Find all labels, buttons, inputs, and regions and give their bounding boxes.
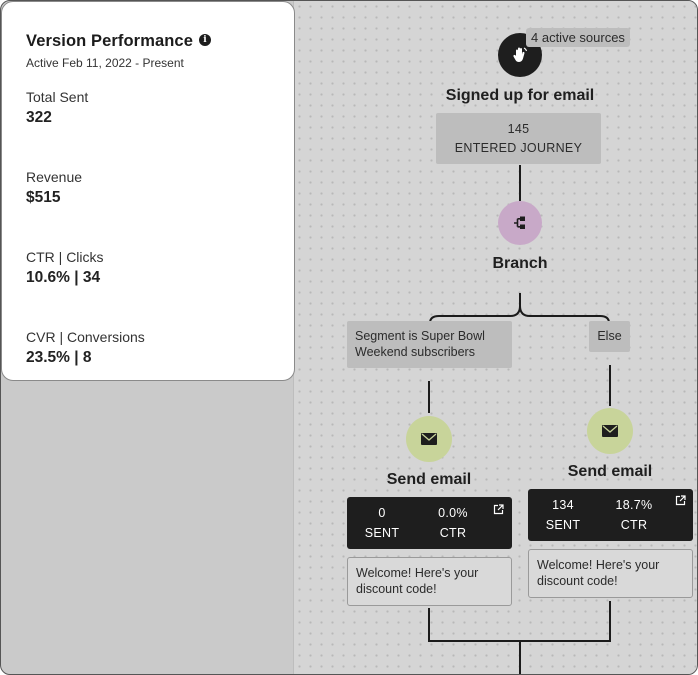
panel-subtitle: Active Feb 11, 2022 - Present	[26, 56, 184, 70]
metric-label: CTR | Clicks	[26, 249, 104, 265]
metric-cvr-conversions: CVR | Conversions 23.5% | 8	[26, 329, 145, 367]
left-email-stats[interactable]: 0 SENT 0.0% CTR	[347, 497, 512, 549]
left-branch-condition-text: Segment is Super Bowl Weekend subscriber…	[355, 329, 485, 359]
branch-title: Branch	[492, 255, 548, 272]
left-email-ctr: 0.0% CTR	[423, 503, 483, 543]
external-link-icon[interactable]	[675, 495, 686, 506]
right-branch-condition[interactable]: Else	[589, 321, 630, 352]
right-branch-condition-text: Else	[597, 329, 622, 343]
hand-wave-icon	[513, 47, 527, 62]
entered-journey-box[interactable]: 145 ENTERED JOURNEY	[436, 113, 601, 164]
trigger-title: Signed up for email	[445, 87, 595, 104]
version-performance-panel: Version Performance i Active Feb 11, 202…	[1, 1, 295, 381]
active-sources-badge[interactable]: 4 active sources	[526, 28, 630, 47]
left-email-node-icon[interactable]	[406, 416, 452, 462]
entered-journey-label: ENTERED JOURNEY	[454, 141, 583, 155]
metric-value: 10.6% | 34	[26, 269, 101, 286]
info-icon[interactable]: i	[198, 34, 211, 46]
metric-total-sent: Total Sent 322	[26, 89, 88, 127]
right-email-sent: 134 SENT	[533, 495, 593, 535]
envelope-icon	[421, 433, 437, 445]
metric-label: Revenue	[26, 169, 83, 185]
left-email-sent-value: 0	[378, 506, 386, 520]
metric-label: CVR | Conversions	[26, 329, 145, 345]
metric-value: 322	[26, 109, 52, 126]
right-email-stats[interactable]: 134 SENT 18.7% CTR	[528, 489, 693, 541]
right-email-sent-label: SENT	[545, 518, 581, 532]
left-email-title: Send email	[386, 471, 472, 488]
right-email-sent-value: 134	[552, 498, 574, 512]
left-email-message[interactable]: Welcome! Here's your discount code!	[347, 557, 512, 606]
metric-ctr-clicks: CTR | Clicks 10.6% | 34	[26, 249, 104, 287]
flow-canvas[interactable]: 4 active sources Signed up for email 145…	[293, 1, 697, 674]
external-link-icon[interactable]	[493, 504, 504, 515]
branch-icon	[514, 216, 525, 229]
branch-node-icon[interactable]	[498, 201, 542, 245]
right-email-title: Send email	[567, 463, 653, 480]
left-email-ctr-label: CTR	[439, 526, 467, 540]
right-email-ctr-label: CTR	[620, 518, 648, 532]
metric-revenue: Revenue $515	[26, 169, 82, 207]
left-email-ctr-value: 0.0%	[438, 506, 468, 520]
entered-journey-count: 145	[507, 122, 530, 136]
right-email-node-icon[interactable]	[587, 408, 633, 454]
panel-header: Version Performance i	[26, 32, 270, 51]
right-email-ctr-value: 18.7%	[615, 498, 653, 512]
right-email-message[interactable]: Welcome! Here's your discount code!	[528, 549, 693, 598]
left-email-sent: 0 SENT	[352, 503, 412, 543]
left-email-sent-label: SENT	[364, 526, 400, 540]
metric-label: Total Sent	[26, 89, 89, 105]
right-email-ctr: 18.7% CTR	[604, 495, 664, 535]
metric-value: $515	[26, 189, 61, 206]
envelope-icon	[602, 425, 618, 437]
metric-value: 23.5% | 8	[26, 349, 92, 366]
flow-connectors	[428, 165, 611, 674]
panel-title: Version Performance	[26, 32, 193, 50]
left-branch-condition[interactable]: Segment is Super Bowl Weekend subscriber…	[347, 321, 512, 368]
